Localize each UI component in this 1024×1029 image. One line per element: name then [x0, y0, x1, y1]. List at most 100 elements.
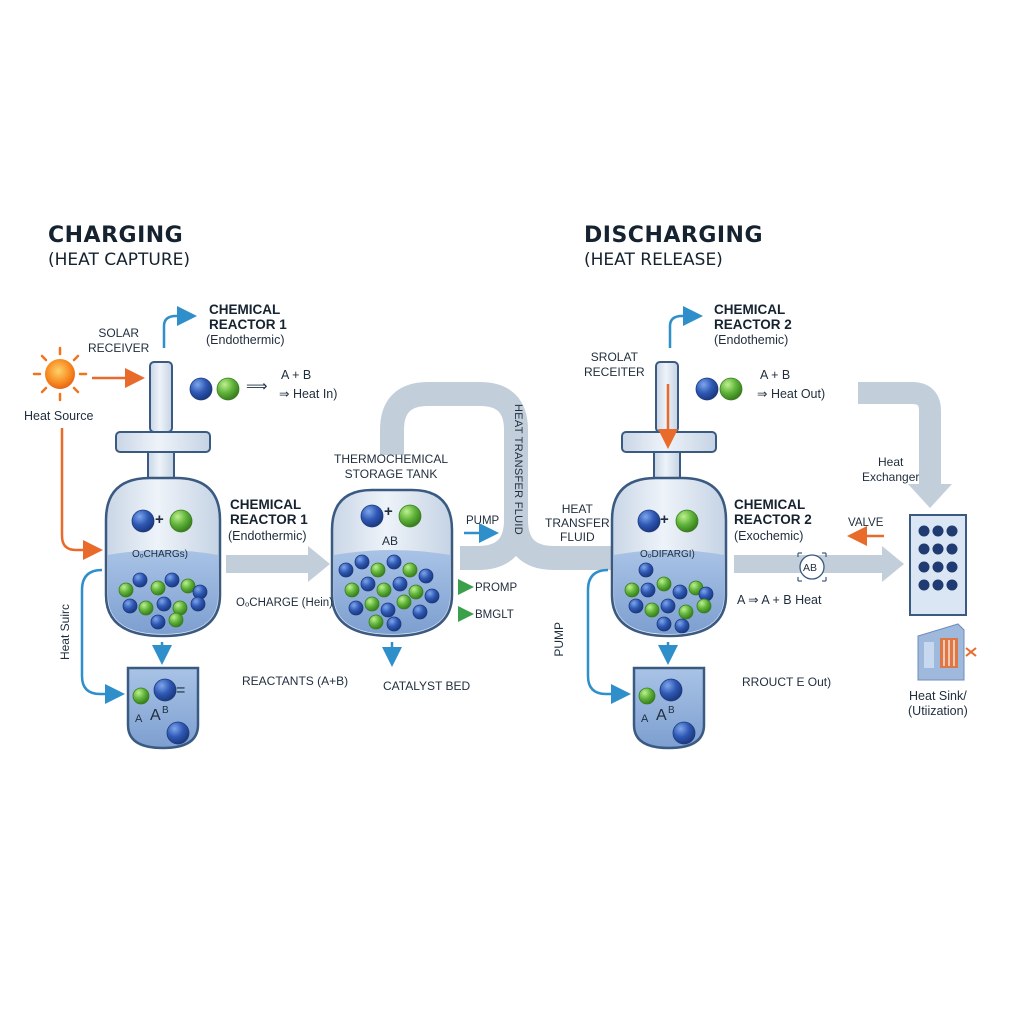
collector-2-sup: B: [668, 705, 675, 716]
blue-molecule-icon: [424, 588, 440, 604]
green-molecule-icon: [138, 600, 154, 616]
blue-molecule-icon: [637, 509, 661, 533]
reactor-2-mode: (Exochemic): [734, 529, 804, 543]
charge-label: OₒCHARGE (Hein): [236, 597, 333, 609]
blue-molecule-icon: [164, 572, 180, 588]
top-reaction-1-arrow: ⟹: [246, 378, 268, 395]
heat-transfer-pipe: [380, 382, 612, 570]
green-molecule-icon: [368, 614, 384, 630]
green-molecule-icon: [638, 687, 656, 705]
discharging-title: DISCHARGING (HEAT RELEASE): [584, 223, 763, 271]
storage-tank-title: THERMOCHEMICAL STORAGE TANK: [334, 452, 449, 481]
reactor-1-circulation-arrows: [80, 306, 197, 704]
collector-1-ab: A: [150, 707, 161, 724]
blue-molecule-icon: [360, 576, 376, 592]
green-molecule-icon: [364, 596, 380, 612]
green-molecule-icon: [168, 612, 184, 628]
green-molecule-icon: [344, 582, 360, 598]
collector-1-sup: B: [162, 705, 169, 716]
storage-promp-label: PROMP: [475, 582, 518, 594]
collector-1-a: A: [135, 713, 143, 725]
charging-subtitle: (HEAT CAPTURE): [48, 250, 191, 270]
green-molecule-icon: [402, 562, 418, 578]
blue-molecule-icon: [674, 618, 690, 634]
top-reaction-1-heat: ⇒ Heat In): [279, 387, 338, 401]
top-reactor-2-name: CHEMICAL REACTOR 2: [714, 302, 792, 332]
green-molecule-icon: [656, 576, 672, 592]
reactants-label: REACTANTS (A+B): [242, 674, 349, 688]
blue-molecule-icon: [348, 600, 364, 616]
top-reaction-2-products: A + B: [760, 368, 791, 382]
blue-molecule-icon: [189, 377, 213, 401]
sun-icon: [32, 346, 88, 402]
blue-molecule-icon: [392, 576, 408, 592]
heat-transfer-fluid-label: HEAT TRANSFER FLUID: [545, 502, 610, 544]
green-molecule-icon: [118, 582, 134, 598]
ab-badge-icon: [797, 552, 827, 582]
blue-molecule-icon: [166, 721, 190, 745]
ab-badge-text: AB: [803, 562, 818, 574]
heat-exchanger-label: Heat Exchanger: [862, 455, 920, 484]
green-molecule-icon: [132, 687, 150, 705]
green-molecule-icon: [180, 578, 196, 594]
blue-molecule-icon: [672, 584, 688, 600]
reactor-1-liquid-label: OₒCHARGs): [132, 549, 188, 560]
blue-molecule-icon: [418, 568, 434, 584]
exchanger-feed-pipe: [858, 382, 952, 508]
green-molecule-icon: [216, 377, 240, 401]
blue-molecule-icon: [122, 598, 138, 614]
green-molecule-icon: [696, 598, 712, 614]
fluid-pipe-label: HEAT TRANSFER FLUID: [512, 404, 524, 535]
storage-plus: +: [384, 503, 393, 520]
blue-molecule-icon: [660, 598, 676, 614]
blue-molecule-icon: [354, 554, 370, 570]
flow-arrow-reactor1-to-tank: [226, 546, 330, 582]
reactor-1-plus: +: [155, 511, 164, 528]
catalyst-bed-label: CATALYST BED: [383, 679, 471, 693]
products-out-label: RROUCT E Out): [742, 675, 832, 689]
green-molecule-icon: [150, 580, 166, 596]
molecules-layer: [118, 377, 743, 745]
heat-source-label: Heat Source: [24, 409, 94, 423]
discharge-receiver-label: SROLAT RECEITER: [584, 350, 645, 379]
heat-source-side-label: Heat Suirc: [58, 604, 72, 661]
blue-molecule-icon: [638, 562, 654, 578]
collector-1-eq: =: [176, 682, 186, 699]
green-molecule-icon: [169, 509, 193, 533]
blue-molecule-icon: [656, 616, 672, 632]
blue-molecule-icon: [153, 678, 177, 702]
discharging-subtitle: (HEAT RELEASE): [584, 250, 723, 270]
green-molecule-icon: [398, 504, 422, 528]
top-reactor-1-mode: (Endothermic): [206, 333, 285, 347]
blue-molecule-icon: [628, 598, 644, 614]
blue-molecule-icon: [412, 604, 428, 620]
reactor-2-plus: +: [660, 511, 669, 528]
collector-2-ab: A: [656, 707, 667, 724]
blue-molecule-icon: [695, 377, 719, 401]
top-reaction-1-products: A + B: [281, 368, 312, 382]
storage-bmglt-label: BMGLT: [475, 609, 514, 621]
blue-molecule-icon: [156, 596, 172, 612]
reactor-1-name: CHEMICAL REACTOR 1: [230, 497, 308, 527]
blue-molecule-icon: [386, 554, 402, 570]
charging-title-text: CHARGING: [48, 223, 184, 248]
discharge-pump-side-label: PUMP: [552, 622, 566, 657]
green-molecule-icon: [624, 582, 640, 598]
building-icon: [917, 623, 977, 681]
collector-2-a: A: [641, 713, 649, 725]
blue-molecule-icon: [132, 572, 148, 588]
reactor-1-mode: (Endothermic): [228, 529, 307, 543]
heat-sink-label: Heat Sink/ (Utiization): [908, 689, 968, 718]
heat-exchanger-unit: [909, 514, 967, 616]
storage-pump-label: PUMP: [466, 515, 500, 527]
blue-molecule-icon: [190, 596, 206, 612]
reactor-2-liquid-label: OₒDIFARGI): [640, 549, 695, 560]
discharging-title-text: DISCHARGING: [584, 223, 764, 248]
green-molecule-icon: [408, 584, 424, 600]
solar-receiver-label: SOLAR RECEIVER: [88, 326, 150, 355]
blue-molecule-icon: [659, 678, 683, 702]
top-reactor-1-name: CHEMICAL REACTOR 1: [209, 302, 287, 332]
storage-ab-label: AB: [382, 534, 399, 548]
